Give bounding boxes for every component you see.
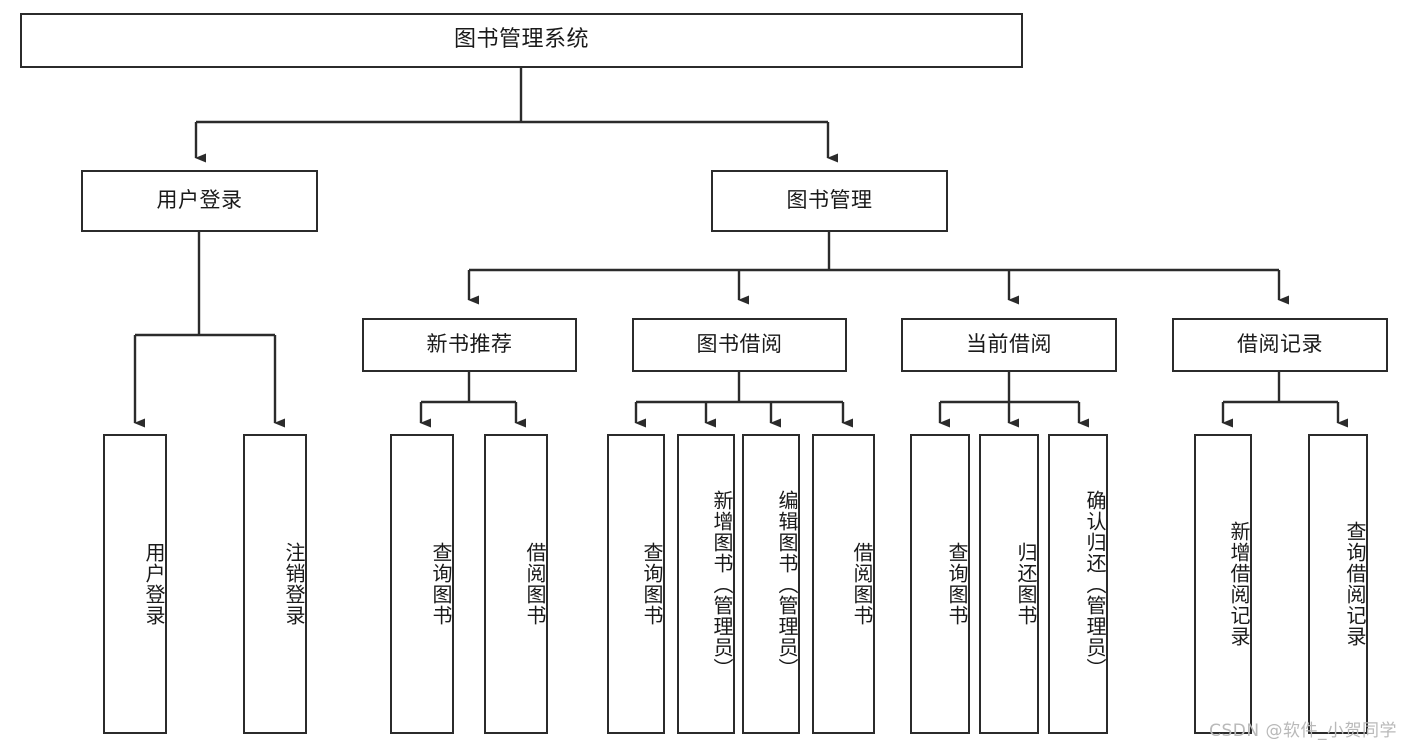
node-book-management[interactable]: 图书管理	[711, 170, 948, 232]
node-leaf-query-book-borrowing[interactable]: 查询图书	[607, 434, 665, 734]
node-leaf-confirm-return-admin[interactable]: 确认归还（管理员）	[1048, 434, 1108, 734]
node-root-book-management-system[interactable]: 图书管理系统	[20, 13, 1023, 68]
node-leaf-add-borrow-record[interactable]: 新增借阅记录	[1194, 434, 1252, 734]
node-book-borrowing[interactable]: 图书借阅	[632, 318, 847, 372]
node-leaf-return-book[interactable]: 归还图书	[979, 434, 1039, 734]
node-leaf-user-login[interactable]: 用户登录	[103, 434, 167, 734]
node-leaf-edit-book-admin[interactable]: 编辑图书（管理员）	[742, 434, 800, 734]
node-leaf-logout[interactable]: 注销登录	[243, 434, 307, 734]
node-leaf-borrow-book-borrowing[interactable]: 借阅图书	[812, 434, 875, 734]
node-leaf-borrow-book-recommendation[interactable]: 借阅图书	[484, 434, 548, 734]
node-leaf-query-book-current[interactable]: 查询图书	[910, 434, 970, 734]
csdn-watermark: CSDN @软件_小贺同学	[1209, 721, 1397, 741]
node-new-book-recommendation[interactable]: 新书推荐	[362, 318, 577, 372]
node-leaf-query-borrow-record[interactable]: 查询借阅记录	[1308, 434, 1368, 734]
node-leaf-query-book-recommendation[interactable]: 查询图书	[390, 434, 454, 734]
node-leaf-add-book-admin[interactable]: 新增图书（管理员）	[677, 434, 735, 734]
node-borrowing-record[interactable]: 借阅记录	[1172, 318, 1388, 372]
node-current-borrowing[interactable]: 当前借阅	[901, 318, 1117, 372]
node-user-login[interactable]: 用户登录	[81, 170, 318, 232]
